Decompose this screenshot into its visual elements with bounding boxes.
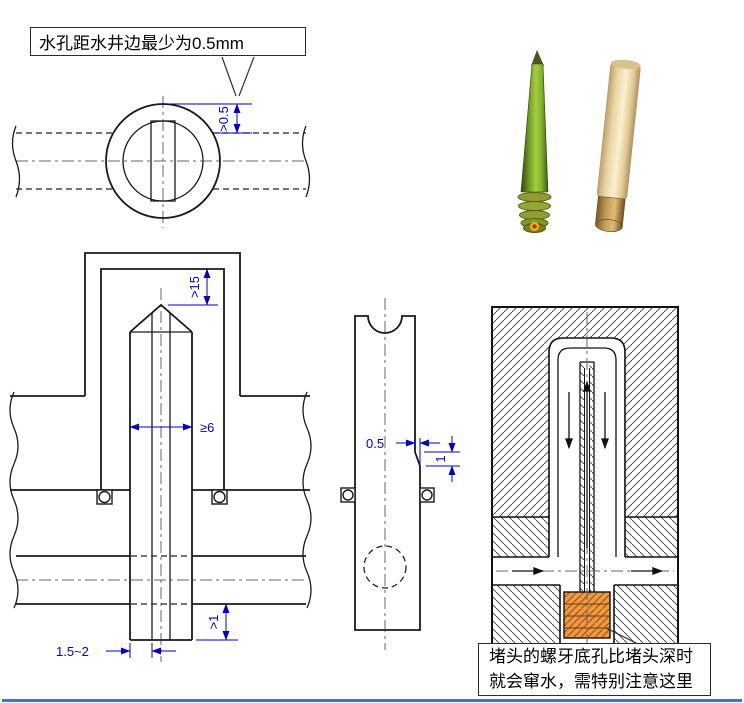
well-outer-wall <box>84 252 241 396</box>
plug-tip <box>531 50 544 66</box>
dim-well-hole-width: ≥6 <box>200 420 214 435</box>
pin-top-face <box>610 59 641 70</box>
break-line <box>9 391 19 609</box>
break-line <box>301 125 311 198</box>
baffle-wall-hatch <box>589 362 594 592</box>
baffle-wall-hatch <box>580 362 585 592</box>
note-plug-leak-line2: 就会窜水，需特别注意这里 <box>489 671 693 691</box>
baffle-peak <box>129 303 193 333</box>
well-inner-wall <box>100 268 225 490</box>
footer-accent-bar <box>2 699 742 702</box>
callout-leader <box>221 56 237 97</box>
pin-shaft <box>596 61 641 201</box>
dim-step-height: 1 <box>433 455 448 462</box>
green-screw-plug-photo <box>517 50 552 233</box>
o-ring <box>98 490 111 504</box>
thread-ridge <box>517 192 552 202</box>
hidden-hole-circle <box>363 545 407 589</box>
baffle-slot <box>150 120 176 202</box>
note-hole-distance-text: 水孔距水井边最少为0.5mm <box>39 34 244 53</box>
dim-step-offset: 0.5 <box>366 436 384 451</box>
baffle-side-view: 0.5 1 <box>340 298 460 650</box>
front-section-view: >15 ≥6 1.5~2 >1 <box>9 252 312 662</box>
dim-hole-to-well-edge: >0.5 <box>216 106 231 132</box>
brass-pin-plug-photo <box>595 59 641 233</box>
o-ring <box>342 489 354 501</box>
note-hole-distance: 水孔距水井边最少为0.5mm <box>30 27 306 56</box>
dim-bottom-depth: >1 <box>206 615 221 630</box>
dim-plug-wall-thickness: 1.5~2 <box>56 644 89 659</box>
assembly-section-view <box>491 306 679 651</box>
note-plug-leak-line1: 堵头的螺牙底孔比堵头深时 <box>489 647 693 667</box>
note-plug-leak-warning: 堵头的螺牙底孔比堵头深时 就会窜水，需特别注意这里 <box>478 643 711 696</box>
break-line <box>302 391 312 609</box>
break-line <box>11 125 21 198</box>
baffle-plate-outline <box>354 315 421 631</box>
plug-shaft <box>520 63 549 193</box>
o-ring <box>421 489 433 501</box>
thread-ridge <box>518 201 551 211</box>
pin-brass-end <box>595 219 623 233</box>
callout-leader <box>605 627 639 645</box>
dim-baffle-top-clearance: >15 <box>187 276 202 298</box>
callout-leader <box>238 56 255 97</box>
head-glint-center <box>532 224 537 229</box>
well-sleeve-inner-wall <box>557 347 617 557</box>
o-ring <box>213 490 226 504</box>
top-view-water-well: >0.5 <box>11 56 311 228</box>
